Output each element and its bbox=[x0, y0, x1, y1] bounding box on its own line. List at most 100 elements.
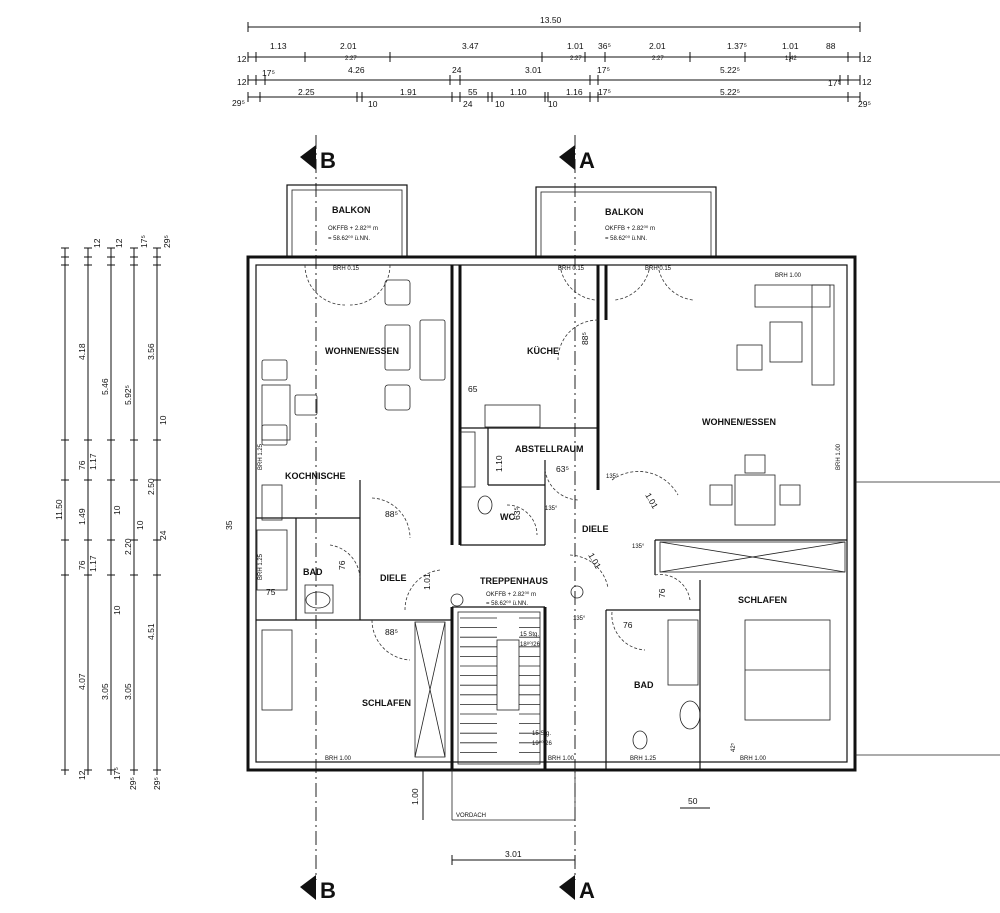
svg-text:11.50: 11.50 bbox=[54, 499, 64, 520]
svg-text:15 Stg.: 15 Stg. bbox=[520, 632, 539, 638]
svg-text:1.01: 1.01 bbox=[643, 491, 660, 511]
top-dimensions: 13.50 12 1.13 2.01 3.47 1.01 36⁵ 2.01 1.… bbox=[232, 15, 872, 109]
svg-text:65: 65 bbox=[468, 384, 478, 394]
svg-text:= 58.62⁰⁰ ü.NN.: = 58.62⁰⁰ ü.NN. bbox=[486, 600, 528, 607]
svg-text:1.00: 1.00 bbox=[410, 788, 420, 805]
svg-text:76: 76 bbox=[657, 588, 667, 598]
svg-text:29⁵: 29⁵ bbox=[858, 99, 871, 109]
svg-text:88: 88 bbox=[826, 41, 836, 51]
room-bad-right: BAD bbox=[634, 680, 654, 690]
svg-text:88⁵: 88⁵ bbox=[385, 509, 398, 519]
room-diele-right: DIELE bbox=[582, 524, 609, 534]
section-a-top-arrow-icon bbox=[559, 145, 575, 170]
dim-total-width: 13.50 bbox=[540, 15, 562, 25]
svg-text:4.18: 4.18 bbox=[77, 343, 87, 360]
stair-marker-icon bbox=[450, 593, 464, 607]
svg-text:12: 12 bbox=[77, 770, 87, 780]
svg-text:24: 24 bbox=[158, 530, 168, 540]
svg-text:17⁵: 17⁵ bbox=[598, 87, 611, 97]
svg-text:135°: 135° bbox=[573, 616, 586, 622]
outer-walls bbox=[246, 255, 1000, 772]
section-markers: B A B A bbox=[300, 135, 595, 903]
section-a-bottom-arrow-icon bbox=[559, 875, 575, 900]
left-dimensions: 11.50 4.18 76 1.49 76 4.07 12 12 5.46 1.… bbox=[54, 235, 172, 790]
balcony-left: BALKON OKFFB + 2.82⁰⁰ m = 58.62⁰⁰ ü.NN. bbox=[286, 184, 408, 258]
svg-text:10: 10 bbox=[158, 415, 168, 425]
room-wc: WC bbox=[500, 512, 515, 522]
svg-text:12: 12 bbox=[237, 77, 247, 87]
doors bbox=[304, 264, 694, 661]
svg-text:BALKON: BALKON bbox=[332, 205, 371, 215]
svg-text:76: 76 bbox=[337, 560, 347, 570]
furniture bbox=[256, 279, 835, 750]
svg-text:1.49: 1.49 bbox=[77, 508, 87, 525]
svg-text:3.47: 3.47 bbox=[462, 41, 479, 51]
svg-text:BRH 1.00: BRH 1.00 bbox=[836, 443, 842, 470]
svg-text:5.92⁵: 5.92⁵ bbox=[123, 385, 133, 405]
svg-text:BRH 1.00: BRH 1.00 bbox=[740, 756, 767, 762]
svg-text:5.22⁵: 5.22⁵ bbox=[720, 87, 740, 97]
staircase bbox=[450, 585, 584, 765]
svg-text:4.26: 4.26 bbox=[348, 65, 365, 75]
svg-text:10: 10 bbox=[368, 99, 378, 109]
misc-labels: OKFFB + 2.82⁰⁰ m = 58.62⁰⁰ ü.NN. 15 Stg.… bbox=[224, 266, 842, 819]
svg-text:1.91: 1.91 bbox=[400, 87, 417, 97]
svg-text:12: 12 bbox=[114, 238, 124, 248]
svg-text:4.51: 4.51 bbox=[146, 623, 156, 640]
svg-text:2.27: 2.27 bbox=[345, 56, 357, 62]
svg-text:3.05: 3.05 bbox=[100, 683, 110, 700]
svg-text:1.01: 1.01 bbox=[782, 41, 799, 51]
svg-text:BRH 0.15: BRH 0.15 bbox=[558, 266, 585, 272]
svg-text:3.05: 3.05 bbox=[123, 683, 133, 700]
svg-text:17⁵: 17⁵ bbox=[262, 68, 275, 78]
svg-text:A: A bbox=[579, 878, 595, 903]
room-diele-left: DIELE bbox=[380, 573, 407, 583]
svg-text:1.16: 1.16 bbox=[566, 87, 583, 97]
svg-text:1.37⁵: 1.37⁵ bbox=[727, 41, 747, 51]
svg-text:3.01: 3.01 bbox=[525, 65, 542, 75]
svg-text:B: B bbox=[320, 148, 336, 173]
svg-text:63⁵: 63⁵ bbox=[512, 507, 522, 520]
svg-text:1.13: 1.13 bbox=[270, 41, 287, 51]
svg-text:BRH 1.25: BRH 1.25 bbox=[630, 756, 657, 762]
svg-text:OKFFB + 2.82⁰⁰ m: OKFFB + 2.82⁰⁰ m bbox=[605, 225, 655, 232]
svg-text:1.42: 1.42 bbox=[785, 56, 797, 62]
svg-text:10: 10 bbox=[495, 99, 505, 109]
svg-text:BRH 1.25: BRH 1.25 bbox=[258, 443, 264, 470]
svg-text:3.56: 3.56 bbox=[146, 343, 156, 360]
svg-text:88⁵: 88⁵ bbox=[385, 627, 398, 637]
svg-text:2.50: 2.50 bbox=[146, 478, 156, 495]
balcony-right: BALKON OKFFB + 2.82⁰⁰ m = 58.62⁰⁰ ü.NN. bbox=[535, 186, 717, 258]
svg-text:18⁸⁰/26: 18⁸⁰/26 bbox=[520, 641, 541, 648]
svg-text:BRH 1.25: BRH 1.25 bbox=[258, 553, 264, 580]
svg-text:55: 55 bbox=[468, 87, 478, 97]
svg-text:OKFFB + 2.82⁰⁰ m: OKFFB + 2.82⁰⁰ m bbox=[486, 591, 536, 598]
svg-text:BALKON: BALKON bbox=[605, 207, 644, 217]
svg-text:2.27: 2.27 bbox=[652, 56, 664, 62]
svg-text:88⁵: 88⁵ bbox=[580, 332, 590, 345]
svg-text:35: 35 bbox=[224, 520, 234, 530]
svg-text:VORDACH: VORDACH bbox=[456, 813, 486, 819]
svg-text:17⁵: 17⁵ bbox=[828, 78, 841, 88]
svg-text:36⁵: 36⁵ bbox=[598, 41, 611, 51]
svg-text:3.01: 3.01 bbox=[505, 849, 522, 859]
svg-text:A: A bbox=[579, 148, 595, 173]
svg-text:17⁵: 17⁵ bbox=[139, 235, 149, 248]
svg-text:OKFFB + 2.82⁰⁰ m: OKFFB + 2.82⁰⁰ m bbox=[328, 225, 378, 232]
svg-text:1.01: 1.01 bbox=[422, 573, 432, 590]
svg-text:12: 12 bbox=[237, 54, 247, 64]
svg-text:1.17: 1.17 bbox=[88, 453, 98, 470]
svg-text:42⁵: 42⁵ bbox=[730, 742, 737, 752]
svg-text:1.10: 1.10 bbox=[510, 87, 527, 97]
svg-text:4.07: 4.07 bbox=[77, 673, 87, 690]
svg-text:BRH 1.00: BRH 1.00 bbox=[325, 756, 352, 762]
room-abstellraum: ABSTELLRAUM bbox=[515, 444, 584, 454]
svg-text:10: 10 bbox=[112, 605, 122, 615]
svg-text:= 58.62⁰⁰ ü.NN.: = 58.62⁰⁰ ü.NN. bbox=[605, 235, 647, 242]
svg-text:19⁰⁰/26: 19⁰⁰/26 bbox=[532, 740, 552, 747]
svg-text:2.20: 2.20 bbox=[123, 538, 133, 555]
svg-text:76: 76 bbox=[77, 560, 87, 570]
svg-text:2.01: 2.01 bbox=[649, 41, 666, 51]
svg-text:135°: 135° bbox=[606, 474, 619, 480]
